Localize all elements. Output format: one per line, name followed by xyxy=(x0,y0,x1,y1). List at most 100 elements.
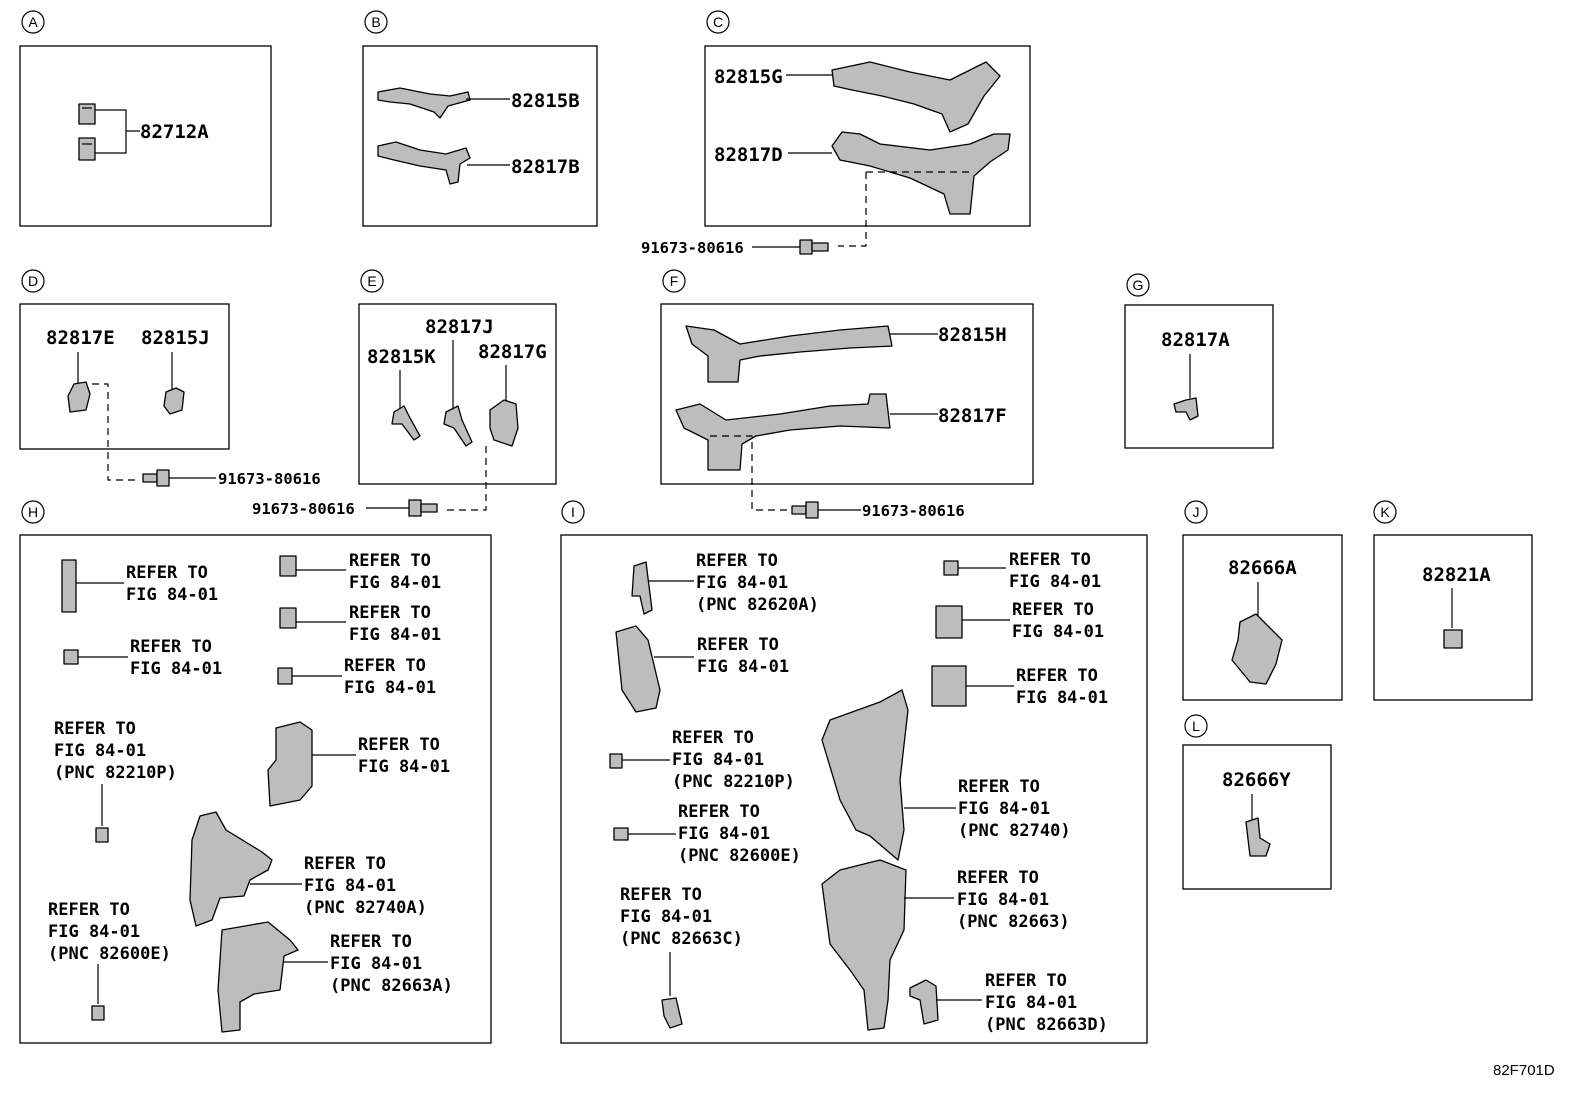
bolt-part-number[interactable]: 91673-80616 xyxy=(252,500,355,518)
figure-reference[interactable]: FIG 84-01 xyxy=(985,993,1077,1013)
section-k-marker xyxy=(1373,500,1397,524)
cover-part-icon xyxy=(821,859,907,1031)
refer-to-label[interactable]: REFER TO xyxy=(1016,666,1098,686)
refer-to-label[interactable]: REFER TO xyxy=(304,854,386,874)
relay-block-part-icon xyxy=(821,689,909,861)
pnc-reference[interactable]: (PNC 82663C) xyxy=(620,929,743,949)
figure-reference[interactable]: FIG 84-01 xyxy=(344,678,436,698)
refer-to-label[interactable]: REFER TO xyxy=(126,563,208,583)
section-l-frame xyxy=(1182,744,1332,890)
refer-to-label[interactable]: REFER TO xyxy=(1009,550,1091,570)
part-number-label[interactable]: 82712A xyxy=(140,121,209,143)
figure-reference[interactable]: FIG 84-01 xyxy=(1016,688,1108,708)
bolt-icon xyxy=(791,501,819,519)
pnc-reference[interactable]: (PNC 82600E) xyxy=(48,944,171,964)
figure-reference[interactable]: FIG 84-01 xyxy=(349,573,441,593)
section-f-letter: F xyxy=(670,273,679,289)
figure-reference[interactable]: FIG 84-01 xyxy=(126,585,218,605)
refer-to-label[interactable]: REFER TO xyxy=(349,551,431,571)
section-a-marker xyxy=(21,10,45,34)
part-number-label[interactable]: 82815B xyxy=(511,90,580,112)
refer-to-label[interactable]: REFER TO xyxy=(620,885,702,905)
part-number-label[interactable]: 82817E xyxy=(46,327,115,349)
figure-reference[interactable]: FIG 84-01 xyxy=(358,757,450,777)
part-number-label[interactable]: 82817F xyxy=(938,405,1007,427)
bracket-part-icon xyxy=(1245,817,1271,857)
refer-to-label[interactable]: REFER TO xyxy=(54,719,136,739)
figure-reference[interactable]: FIG 84-01 xyxy=(696,573,788,593)
section-i-marker xyxy=(561,500,585,524)
section-l-marker xyxy=(1184,714,1208,738)
refer-to-label[interactable]: REFER TO xyxy=(349,603,431,623)
section-k-frame xyxy=(1373,534,1533,701)
part-number-label[interactable]: 82815G xyxy=(714,66,783,88)
pnc-reference[interactable]: (PNC 82663) xyxy=(957,912,1070,932)
connector-part-icon xyxy=(61,559,77,613)
part-number-label[interactable]: 82817B xyxy=(511,156,580,178)
bolt-part-number[interactable]: 91673-80616 xyxy=(218,470,321,488)
figure-reference[interactable]: FIG 84-01 xyxy=(958,799,1050,819)
part-number-label[interactable]: 82815H xyxy=(938,324,1007,346)
bracket-part-icon xyxy=(377,141,471,185)
refer-to-label[interactable]: REFER TO xyxy=(1012,600,1094,620)
part-number-label[interactable]: 82666Y xyxy=(1222,769,1291,791)
rail-part-icon xyxy=(685,325,893,383)
rail-part-icon xyxy=(675,393,891,471)
connector-part-icon xyxy=(279,607,297,629)
part-number-label[interactable]: 82817D xyxy=(714,144,783,166)
part-number-label[interactable]: 82817J xyxy=(425,316,494,338)
figure-reference[interactable]: FIG 84-01 xyxy=(349,625,441,645)
figure-reference[interactable]: FIG 84-01 xyxy=(1012,622,1104,642)
figure-reference[interactable]: FIG 84-01 xyxy=(48,922,140,942)
bolt-part-number[interactable]: 91673-80616 xyxy=(862,502,965,520)
figure-reference[interactable]: FIG 84-01 xyxy=(304,876,396,896)
section-b-frame xyxy=(362,45,598,227)
refer-to-label[interactable]: REFER TO xyxy=(344,656,426,676)
part-number-label[interactable]: 82815K xyxy=(367,346,436,368)
connector-part-icon xyxy=(613,827,629,841)
connector-part-icon xyxy=(95,827,109,843)
figure-reference[interactable]: FIG 84-01 xyxy=(130,659,222,679)
diagram-code: 82F701D xyxy=(1493,1062,1555,1079)
refer-to-label[interactable]: REFER TO xyxy=(696,551,778,571)
pnc-reference[interactable]: (PNC 82600E) xyxy=(678,846,801,866)
pnc-reference[interactable]: (PNC 82210P) xyxy=(672,772,795,792)
refer-to-label[interactable]: REFER TO xyxy=(958,777,1040,797)
figure-reference[interactable]: FIG 84-01 xyxy=(697,657,789,677)
pnc-reference[interactable]: (PNC 82740A) xyxy=(304,898,427,918)
refer-to-label[interactable]: REFER TO xyxy=(672,728,754,748)
figure-reference[interactable]: FIG 84-01 xyxy=(678,824,770,844)
part-number-label[interactable]: 82817A xyxy=(1161,329,1230,351)
bracket-part-icon xyxy=(377,87,471,119)
figure-reference[interactable]: FIG 84-01 xyxy=(1009,572,1101,592)
bolt-part-number[interactable]: 91673-80616 xyxy=(641,239,744,257)
pnc-reference[interactable]: (PNC 82663A) xyxy=(330,976,453,996)
figure-reference[interactable]: FIG 84-01 xyxy=(620,907,712,927)
pnc-reference[interactable]: (PNC 82740) xyxy=(958,821,1071,841)
part-number-label[interactable]: 82666A xyxy=(1228,557,1297,579)
refer-to-label[interactable]: REFER TO xyxy=(48,900,130,920)
pnc-reference[interactable]: (PNC 82210P) xyxy=(54,763,177,783)
pnc-reference[interactable]: (PNC 82620A) xyxy=(696,595,819,615)
figure-reference[interactable]: FIG 84-01 xyxy=(330,954,422,974)
section-i-frame xyxy=(560,534,1148,1044)
refer-to-label[interactable]: REFER TO xyxy=(358,735,440,755)
connector-part-icon xyxy=(63,649,79,665)
pnc-reference[interactable]: (PNC 82663D) xyxy=(985,1015,1108,1035)
part-number-label[interactable]: 82821A xyxy=(1422,564,1491,586)
refer-to-label[interactable]: REFER TO xyxy=(678,802,760,822)
section-g-marker xyxy=(1126,273,1150,297)
figure-reference[interactable]: FIG 84-01 xyxy=(672,750,764,770)
section-d-letter: D xyxy=(28,273,38,289)
refer-to-label[interactable]: REFER TO xyxy=(697,635,779,655)
figure-reference[interactable]: FIG 84-01 xyxy=(54,741,146,761)
part-number-label[interactable]: 82815J xyxy=(141,327,210,349)
figure-reference[interactable]: FIG 84-01 xyxy=(957,890,1049,910)
refer-to-label[interactable]: REFER TO xyxy=(985,971,1067,991)
bolt-icon xyxy=(408,499,438,517)
part-number-label[interactable]: 82817G xyxy=(478,341,547,363)
refer-to-label[interactable]: REFER TO xyxy=(330,932,412,952)
refer-to-label[interactable]: REFER TO xyxy=(130,637,212,657)
connector-part-icon xyxy=(279,555,297,577)
refer-to-label[interactable]: REFER TO xyxy=(957,868,1039,888)
